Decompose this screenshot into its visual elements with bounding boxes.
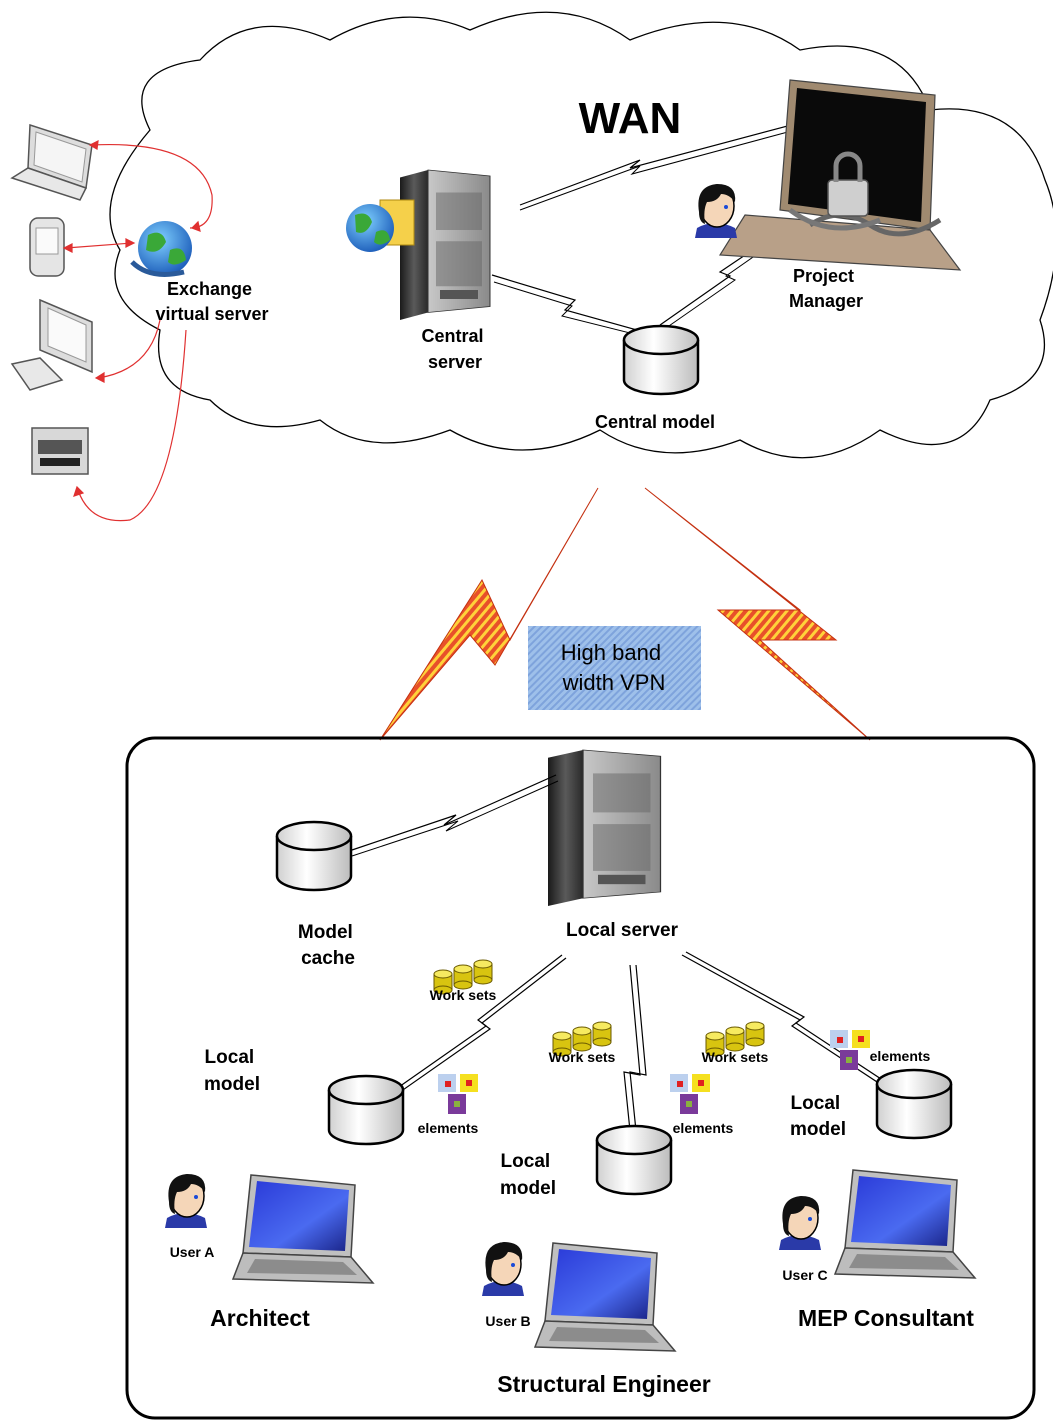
user-a-label: User A [170,1244,215,1260]
wan-link-server-pm [519,119,811,206]
local-model-icon-a [327,1074,405,1146]
local-server-label: Local server [566,920,679,941]
model-cache-label: Model cache [298,922,358,969]
elements-icon-2 [670,1074,710,1114]
pda-device-icon [29,217,65,277]
worksets-label-2: Work sets [549,1049,616,1065]
link-cache-server-b [351,780,559,857]
locked-laptop-icon [718,79,962,271]
wan-link-server-model-b [493,281,651,339]
user-a-laptop-icon [232,1174,374,1284]
user-b-label: User B [485,1313,530,1329]
user-a-avatar [164,1173,208,1229]
vpn-bolt-left [379,487,599,741]
elements-label-2: elements [673,1120,734,1136]
local-server-icon [547,749,662,907]
local-model-icon-c [875,1068,953,1140]
elements-icon-1 [438,1074,478,1114]
user-b-avatar [481,1241,525,1297]
user-c-label: User C [782,1267,827,1283]
wan-title: WAN [579,94,682,143]
model-cache-icon [275,820,353,892]
user-b-laptop-icon [534,1242,676,1352]
worksets-label-3: Work sets [702,1049,769,1065]
local-model-icon-b [595,1124,673,1196]
exchange-links [62,139,213,522]
laptop-device-icon [10,123,93,201]
desktop-device-icon [10,298,93,391]
printer-device-icon [31,427,89,475]
central-server-label: Central server [421,326,488,372]
central-model-icon [622,324,700,396]
wan-link-pm-model-b [665,247,767,329]
architect-label: Architect [210,1305,310,1331]
worksets-label-1: Work sets [430,987,497,1003]
wan-link-server-pm-b [519,125,811,211]
exchange-globe-icon [130,221,192,277]
link-cache-server [351,774,557,851]
central-model-label: Central model [595,412,715,432]
elements-label-3: elements [870,1048,931,1064]
office-lan-box [125,736,1036,1420]
vpn-label: High band width VPN [561,640,667,695]
elements-label-1: elements [418,1120,479,1136]
structural-engineer-label: Structural Engineer [497,1371,710,1397]
local-model-label-a: Local model [204,1047,260,1095]
local-model-label-b: Local model [500,1151,556,1199]
mep-consultant-label: MEP Consultant [798,1305,974,1331]
vpn-bolt-right [644,487,871,741]
user-c-avatar [778,1195,822,1251]
user-c-laptop-icon [834,1169,976,1279]
project-manager-label: Project Manager [789,266,863,311]
local-model-label-c: Local model [790,1093,846,1140]
globe-folder-icon [346,199,415,252]
vpn-box [528,626,701,710]
wan-link-pm-model [659,244,761,326]
exchange-server-label: Exchange virtual server [155,279,268,324]
